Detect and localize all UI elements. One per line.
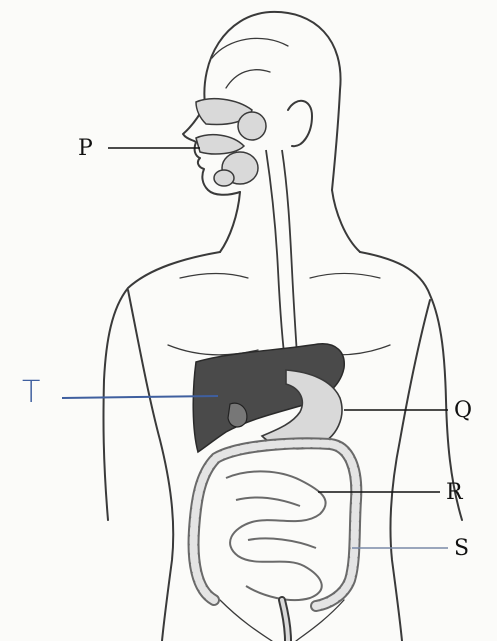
salivary-gland-small: [214, 170, 234, 186]
right-torso-side: [390, 300, 430, 641]
label-t-handwritten: T: [22, 378, 40, 408]
large-intestine: [194, 443, 357, 606]
large-intestine-haustra: [194, 443, 357, 606]
salivary-gland-upper: [238, 112, 266, 140]
small-intestine: [226, 471, 326, 600]
label-p: P: [78, 138, 93, 160]
left-torso-side: [128, 290, 173, 641]
clavicle-left: [180, 274, 248, 279]
ear: [288, 101, 312, 146]
oesophagus: [266, 150, 298, 370]
hair-line: [212, 38, 288, 88]
oral-cavity: [196, 135, 244, 154]
label-s: S: [454, 538, 469, 560]
neck-back: [332, 190, 360, 252]
neck-front: [220, 192, 240, 252]
label-q: Q: [454, 400, 472, 422]
label-r: R: [446, 482, 463, 504]
clavicle-right: [310, 274, 380, 279]
